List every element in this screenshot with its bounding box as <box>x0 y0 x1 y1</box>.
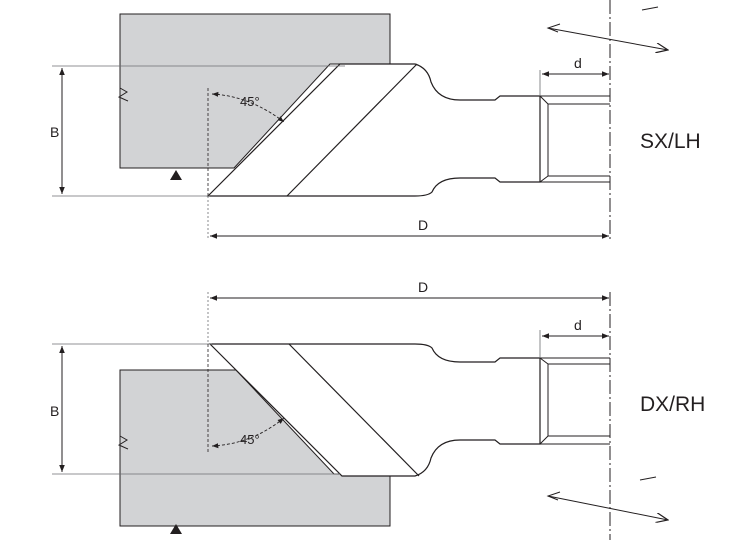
workpiece-block <box>119 13 391 169</box>
hand-label-dx-rh: DX/RH <box>640 393 705 416</box>
reference-triangle <box>170 170 182 180</box>
top-view: B 45° d D SX/LH <box>50 0 701 240</box>
rotation-arrow-top <box>547 27 668 50</box>
rotation-arrow-tick <box>546 491 561 501</box>
hand-label-sx-lh: SX/LH <box>640 130 701 153</box>
bore-outline <box>539 95 610 183</box>
angle-arc <box>211 417 285 449</box>
break-mark <box>117 435 129 450</box>
bore-d-label: d <box>574 55 582 71</box>
diameter-d-label: D <box>418 217 428 233</box>
rotation-arrow-tick <box>546 23 561 33</box>
bore-outline <box>539 357 610 445</box>
break-mark <box>117 87 129 102</box>
reference-triangle <box>170 524 182 534</box>
rotation-dash <box>641 6 659 11</box>
rotation-dash <box>639 476 657 481</box>
rotation-arrow-bottom <box>547 495 668 520</box>
b-label: B <box>50 124 59 140</box>
bore-d-label: d <box>574 317 582 333</box>
bottom-view: B 45° d D DX/RH <box>50 279 705 540</box>
angle-arc <box>211 91 285 123</box>
cutting-edge <box>286 63 418 197</box>
angle-label: 45° <box>240 432 260 447</box>
diameter-d-label: D <box>418 279 428 295</box>
angle-label: 45° <box>240 94 260 109</box>
b-label: B <box>50 403 59 419</box>
cutting-edge <box>288 343 420 477</box>
